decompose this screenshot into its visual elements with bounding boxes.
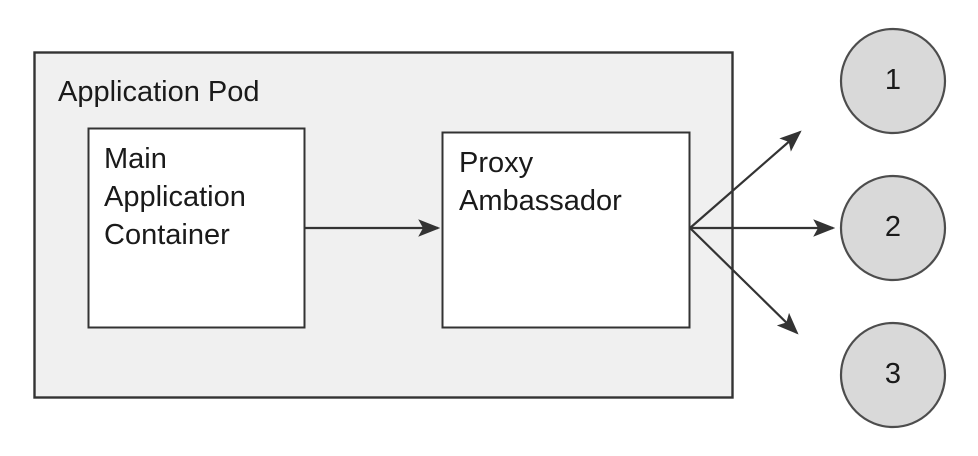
endpoint-3-label: 3	[884, 358, 902, 390]
endpoint-1-label: 1	[884, 64, 902, 96]
main-application-container-label: Main Application Container	[104, 143, 246, 251]
arrow-proxy-to-endpoint-3	[689, 227, 799, 335]
proxy-ambassador-label: Proxy Ambassador	[459, 147, 622, 217]
endpoint-1-circle	[839, 27, 947, 135]
endpoint-3-circle	[839, 321, 947, 429]
main-application-container-box	[87, 127, 306, 329]
endpoint-2-circle	[839, 174, 947, 282]
proxy-ambassador-box	[441, 131, 691, 329]
application-pod-label: Application Pod	[58, 76, 260, 108]
endpoint-2-label: 2	[884, 211, 902, 243]
arrow-proxy-to-endpoint-1	[689, 130, 802, 229]
